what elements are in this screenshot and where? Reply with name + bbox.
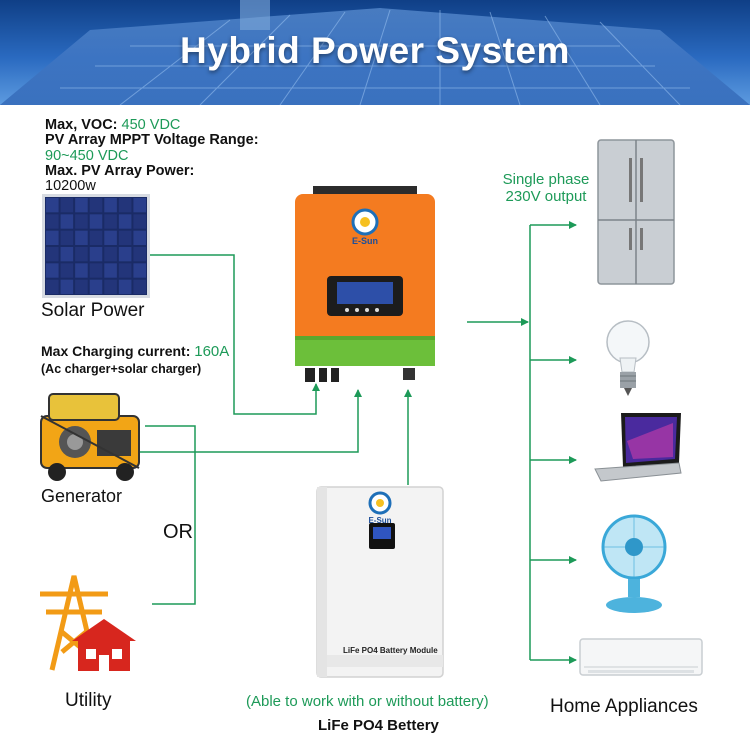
solar-cell <box>89 247 103 262</box>
solar-cell <box>118 247 132 262</box>
charging-label: Max Charging current: <box>41 343 191 359</box>
solar-cell <box>133 214 146 229</box>
solar-cell <box>118 279 132 294</box>
charging-note: (Ac charger+solar charger) <box>41 362 202 376</box>
solar-cell <box>133 198 146 213</box>
solar-cell <box>89 214 103 229</box>
output-label: Single phase 230V output <box>495 171 597 205</box>
voc-value: 450 VDC <box>121 117 181 133</box>
utility-label: Utility <box>65 690 112 711</box>
solar-cell <box>60 198 74 213</box>
solar-cell <box>46 214 59 229</box>
battery-brand: E-Sun <box>368 516 391 525</box>
charging-value: 160A <box>194 343 230 360</box>
battery-note: (Able to work with or without battery) <box>246 693 489 710</box>
or-label: OR <box>163 521 193 543</box>
header-banner: Hybrid Power System <box>0 0 750 105</box>
fridge-icon <box>597 139 675 285</box>
laptop-icon <box>594 413 682 482</box>
solar-cell <box>118 214 132 229</box>
solar-cell <box>46 263 59 278</box>
generator-branch-wire <box>145 425 196 605</box>
battery-module-label: LiFe PO4 Battery Module <box>343 646 438 655</box>
solar-panel-icon <box>42 194 150 298</box>
solar-cell <box>60 247 74 262</box>
solar-cell <box>60 214 74 229</box>
voc-label: Max, VOC: <box>45 117 118 133</box>
voc-spec: Max, VOC: 450 VDC <box>45 117 180 133</box>
generator-label: Generator <box>41 486 123 506</box>
solar-cell <box>89 279 103 294</box>
light-bulb-icon <box>606 320 650 396</box>
solar-cell <box>46 247 59 262</box>
battery-icon: E-Sun <box>316 486 444 678</box>
solar-power-label: Solar Power <box>41 300 145 321</box>
house-icon <box>72 619 136 671</box>
solar-cell <box>118 263 132 278</box>
pv-power-label: Max. PV Array Power: <box>45 163 195 179</box>
rooftop-solar-backdrop <box>0 0 750 105</box>
charging-spec: Max Charging current: 160A <box>41 343 229 360</box>
output-line-2: 230V output <box>505 188 587 205</box>
solar-cell <box>46 198 59 213</box>
solar-cell <box>104 214 117 229</box>
home-appliances-label: Home Appliances <box>550 696 698 717</box>
solar-cell <box>104 279 117 294</box>
solar-cell <box>75 198 88 213</box>
solar-cell <box>75 247 88 262</box>
solar-cell <box>75 263 88 278</box>
solar-cell <box>60 279 74 294</box>
air-conditioner-icon <box>579 638 703 676</box>
inverter-brand: E-Sun <box>352 236 378 246</box>
solar-cell <box>133 230 146 245</box>
solar-cell <box>118 198 132 213</box>
solar-cell <box>60 263 74 278</box>
solar-cell <box>133 263 146 278</box>
page-title: Hybrid Power System <box>180 30 570 71</box>
solar-wire <box>150 254 320 415</box>
solar-cell <box>60 230 74 245</box>
generator-icon <box>40 393 140 481</box>
solar-cell <box>104 198 117 213</box>
solar-cell <box>46 279 59 294</box>
output-line-1: Single phase <box>502 171 590 188</box>
solar-cell <box>75 214 88 229</box>
solar-cell <box>75 279 88 294</box>
mppt-value: 90~450 VDC <box>45 148 129 164</box>
fan-icon <box>601 514 667 613</box>
mppt-label: PV Array MPPT Voltage Range: <box>45 132 259 148</box>
inverter-icon: E-Sun <box>295 186 435 382</box>
battery-label: LiFe PO4 Bettery <box>318 717 439 734</box>
generator-wire <box>130 389 362 453</box>
solar-cell <box>89 230 103 245</box>
solar-cell <box>104 263 117 278</box>
solar-cell <box>89 198 103 213</box>
solar-cell <box>104 230 117 245</box>
solar-cell <box>46 230 59 245</box>
solar-cell <box>104 247 117 262</box>
pv-power-value: 10200w <box>45 178 96 194</box>
solar-cell <box>89 263 103 278</box>
solar-cell <box>75 230 88 245</box>
solar-cell <box>133 247 146 262</box>
solar-cell <box>133 279 146 294</box>
solar-cell <box>118 230 132 245</box>
